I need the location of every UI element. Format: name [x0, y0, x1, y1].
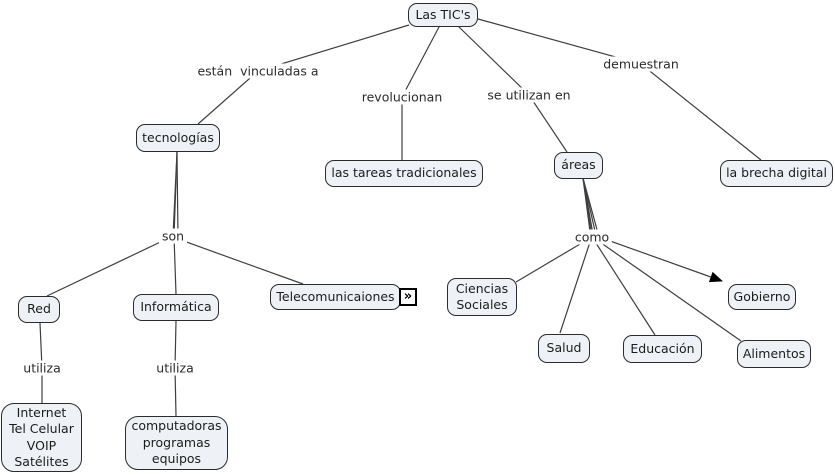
linking-phrase-como[interactable]: como [571, 229, 613, 245]
concept-node-computadoras-lista[interactable]: computadoras programas equipos [125, 416, 228, 470]
concept-node-areas[interactable]: áreas [554, 152, 603, 179]
linking-phrase-son[interactable]: son [158, 228, 188, 244]
linking-phrase-demuestran[interactable]: demuestran [600, 56, 682, 72]
concept-node-ciencias-sociales[interactable]: Ciencias Sociales [447, 278, 517, 316]
concept-node-informatica[interactable]: Informática [133, 294, 219, 321]
edge-areas-educacion [582, 177, 656, 336]
concept-node-educacion[interactable]: Educación [623, 335, 702, 363]
edge-areas-alimentos [582, 177, 742, 342]
concept-node-internet-lista[interactable]: Internet Tel Celular VOIP Satélites [1, 403, 82, 472]
linking-phrase-estan-vinculadas-a[interactable]: están vinculadas a [194, 63, 322, 79]
concept-node-tecnologias[interactable]: tecnologías [136, 124, 220, 152]
linking-phrase-revolucionan[interactable]: revolucionan [358, 89, 446, 105]
edge-tecnologias-telecom [176, 151, 304, 285]
resource-link-icon[interactable]: » [399, 288, 417, 306]
linking-phrase-se-utilizan-en[interactable]: se utilizan en [484, 87, 574, 103]
concept-node-las-tics[interactable]: Las TIC's [408, 3, 478, 27]
concept-node-alimentos[interactable]: Alimentos [737, 340, 811, 368]
concept-node-red[interactable]: Red [18, 296, 60, 323]
concept-node-salud[interactable]: Salud [538, 334, 590, 363]
concept-node-brecha-digital[interactable]: la brecha digital [720, 160, 833, 187]
linking-phrase-utiliza-informatica[interactable]: utiliza [153, 360, 197, 376]
concept-node-gobierno[interactable]: Gobierno [728, 284, 796, 310]
concept-node-telecomunicaiones[interactable]: Telecomunicaiones [270, 284, 401, 310]
edge-tecnologias-informatica [173, 151, 178, 295]
concept-node-tareas-tradicionales[interactable]: las tareas tradicionales [325, 160, 483, 187]
edge-tecnologias-red [46, 151, 178, 297]
edge-areas-salud [559, 177, 592, 334]
linking-phrase-utiliza-red[interactable]: utiliza [20, 360, 64, 376]
